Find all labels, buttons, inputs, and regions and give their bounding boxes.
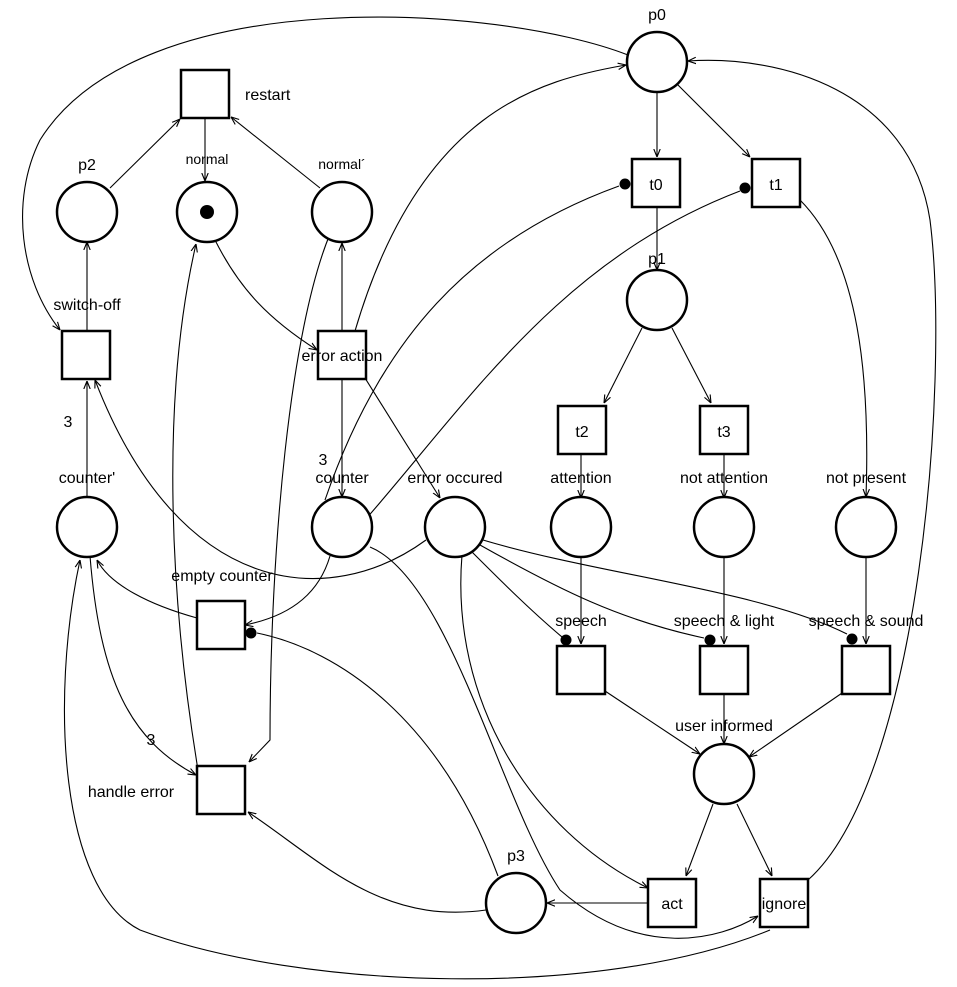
label-not-attention: not attention [680,470,768,487]
arc-counter2-he [89,555,196,775]
arc-eo-switchoff [95,380,427,580]
arc-counter-t0 [324,185,620,501]
place-p1 [625,268,689,332]
label-not-present: not present [826,470,907,487]
label-t0: t0 [649,177,662,194]
transition-t1 [750,157,802,209]
arc-speechsound-ui [749,690,846,757]
inhibitor-dot [560,634,572,646]
label-p0: p0 [648,7,666,24]
place-p0 [625,30,689,94]
arc-ea-p0 [354,65,626,332]
transition-ignore [758,877,810,929]
transition-act [646,877,698,929]
label-t1: t1 [769,177,782,194]
arc-normal2-restart [231,117,321,189]
transition-switch-off [60,329,112,381]
label-restart: restart [245,87,291,104]
arc-eo-speechlight [479,544,705,639]
transition-error-action [316,329,368,381]
arc-ui-act [686,803,714,876]
label-t3: t3 [717,424,730,441]
label-p2: p2 [78,157,96,174]
place-p3 [484,871,548,935]
place-counter [310,495,374,559]
transition-speech [555,644,607,696]
label-attention: attention [550,470,611,487]
place-user-informed [692,742,756,806]
label-empty-counter: empty counter [171,568,273,585]
place-not-present [834,495,898,559]
place-not-attention [692,495,756,559]
arc-normal2-he [249,233,331,762]
token [200,205,214,219]
arc-ec-counter2 [97,560,198,619]
labels: p0 p1 p2 p3 normal normal´ counter count… [53,7,923,913]
arc-ignore-counter2 [63,560,771,980]
label-counter: counter [315,470,369,487]
label-t2: t2 [575,424,588,441]
weight-switch-off: 3 [64,414,73,431]
arc-eo-speechsound [482,539,848,635]
label-error-action: error action [302,348,383,365]
weight-counter: 3 [319,452,328,469]
arc-normal-ea [214,239,317,350]
arc-counter-t1 [364,190,741,521]
arc-p3-emptycounter [256,632,499,877]
label-act: act [661,896,683,913]
inhibitor-dot [846,633,858,645]
label-speech: speech [555,613,607,630]
label-p1: p1 [648,251,666,268]
arc-p0-t1 [676,83,750,157]
arc-counter-emptycounter [245,555,331,625]
arc-he-normal [172,244,199,771]
arc-p1-t3 [671,327,711,403]
arc-p3-handleerror [248,812,487,913]
label-user-informed: user informed [675,718,773,735]
transition-restart [179,68,231,120]
inhibitor-dot [704,634,716,646]
arc-t1-notpresent [799,199,867,497]
inhibitor-dot [245,627,257,639]
arc-counter-ignore [369,546,758,939]
label-speech-light: speech & light [674,613,775,630]
arc-speech-ui [604,690,700,754]
label-error-occured: error occured [407,470,502,487]
arc-ignore-p0 [688,60,937,881]
inhibitor-dot [619,178,631,190]
transitions [60,68,892,929]
label-normal: normal [186,151,229,167]
label-counter-prime: counter' [59,470,115,487]
label-handle-error: handle error [88,784,175,801]
arc-eo-act [460,554,648,888]
label-switch-off: switch-off [53,297,121,314]
arc-p0-switchoff [22,16,629,330]
place-attention [549,495,613,559]
inhibitor-dot [739,182,751,194]
transition-t2 [556,404,608,456]
transition-t0 [630,157,682,209]
place-normal-prime [310,180,374,244]
places [55,30,898,935]
place-error-occured [423,495,487,559]
label-p3: p3 [507,848,525,865]
arc-eo-speech [469,549,563,638]
transition-speech-light [698,644,750,696]
transition-empty-counter [195,599,247,651]
arc-p1-t2 [604,327,643,403]
arcs [22,16,937,980]
arc-p2-restart [109,119,180,189]
place-counter-prime [55,495,119,559]
weight-handle-error: 3 [147,732,156,749]
transition-t3 [698,404,750,456]
label-ignore: ignore [762,896,807,913]
place-p2 [55,180,119,244]
arc-ea-eo [364,377,440,498]
arc-ui-ignore [736,803,772,876]
label-speech-sound: speech & sound [809,613,924,630]
transition-handle-error [195,764,247,816]
transition-speech-sound [840,644,892,696]
label-normal-prime: normal´ [318,156,365,172]
